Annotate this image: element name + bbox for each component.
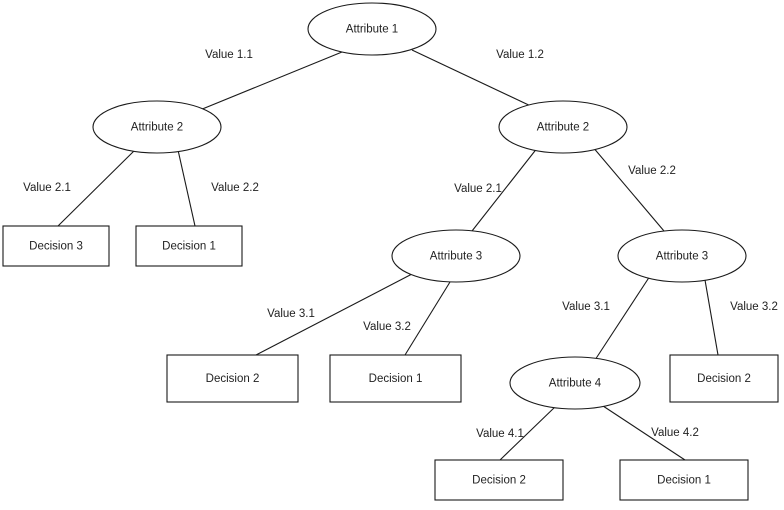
decision-node-d1c[interactable]: Decision 1 (619, 459, 749, 501)
edge-label-e8: Value 3.2 (363, 321, 411, 333)
rect-shape (166, 354, 299, 403)
edge-label-e7: Value 3.1 (267, 308, 315, 320)
rect-shape (329, 354, 462, 403)
node-label-d1b: Decision 1 (369, 373, 423, 385)
attribute-node-a2r[interactable]: Attribute 2 (498, 100, 628, 154)
ellipse-shape (509, 356, 641, 410)
rect-shape (135, 225, 243, 267)
edge-label-e11: Value 4.1 (476, 428, 524, 440)
decision-node-d3[interactable]: Decision 3 (2, 225, 110, 267)
decision-node-d1a[interactable]: Decision 1 (135, 225, 243, 267)
rect-shape (669, 354, 779, 403)
ellipse-shape (307, 2, 437, 56)
tree-edge-a3r-to-a4 (594, 275, 651, 361)
node-label-d2a: Decision 2 (206, 373, 260, 385)
tree-edge-a4-to-d1c (599, 403, 686, 461)
edge-label-e12: Value 4.2 (651, 427, 699, 439)
rect-shape (619, 459, 749, 501)
attribute-node-a2l[interactable]: Attribute 2 (92, 100, 222, 154)
edge-label-e1: Value 1.1 (205, 49, 253, 61)
tree-edge-a2l-to-d3 (57, 148, 137, 227)
tree-edge-a1-to-a2l (194, 51, 343, 113)
node-label-a4: Attribute 4 (549, 378, 602, 390)
attribute-node-a4[interactable]: Attribute 4 (509, 356, 641, 410)
attribute-node-a3r[interactable]: Attribute 3 (617, 229, 747, 283)
rect-shape (434, 459, 564, 501)
tree-edge-a1-to-a2r (411, 49, 536, 109)
node-label-a3l: Attribute 3 (430, 251, 482, 263)
edge-label-e5: Value 2.1 (454, 183, 502, 195)
decision-node-d2a[interactable]: Decision 2 (166, 354, 299, 403)
attribute-node-a1[interactable]: Attribute 1 (307, 2, 437, 56)
edge-label-e2: Value 1.2 (496, 49, 544, 61)
ellipse-shape (92, 100, 222, 154)
rect-shape (2, 225, 110, 267)
decision-node-d2c[interactable]: Decision 2 (434, 459, 564, 501)
edge-label-e9: Value 3.1 (562, 301, 610, 313)
edge-label-e10: Value 3.2 (730, 301, 778, 313)
node-label-a2r: Attribute 2 (537, 122, 589, 134)
edge-label-e4: Value 2.2 (211, 182, 259, 194)
tree-edge-a3r-to-d2b (704, 279, 719, 356)
tree-edge-a2l-to-d1a (177, 149, 196, 227)
edges-layer (57, 49, 719, 461)
edge-label-e6: Value 2.2 (628, 165, 676, 177)
tree-edge-a3l-to-d1b (404, 281, 451, 356)
nodes-layer: Attribute 1 Attribute 2 Attribute 2 Decisio… (2, 2, 779, 501)
ellipse-shape (617, 229, 747, 283)
edge-label-e3: Value 2.1 (23, 182, 71, 194)
decision-node-d1b[interactable]: Decision 1 (329, 354, 462, 403)
tree-edge-a2r-to-a3r (591, 145, 665, 232)
tree-edge-a4-to-d2c (499, 405, 557, 461)
node-label-a3r: Attribute 3 (656, 251, 708, 263)
decision-node-d2b[interactable]: Decision 2 (669, 354, 779, 403)
node-label-d1a: Decision 1 (162, 241, 216, 253)
node-label-a1: Attribute 1 (346, 24, 398, 36)
ellipse-shape (391, 229, 521, 283)
tree-edge-a3l-to-d2a (255, 273, 413, 356)
node-label-d2b: Decision 2 (697, 373, 751, 385)
node-label-d2c: Decision 2 (472, 475, 526, 487)
node-label-d3: Decision 3 (29, 241, 83, 253)
node-label-d1c: Decision 1 (657, 475, 711, 487)
tree-edge-a2r-to-a3l (471, 146, 539, 232)
ellipse-shape (498, 100, 628, 154)
node-label-a2l: Attribute 2 (131, 122, 183, 134)
attribute-node-a3l[interactable]: Attribute 3 (391, 229, 521, 283)
